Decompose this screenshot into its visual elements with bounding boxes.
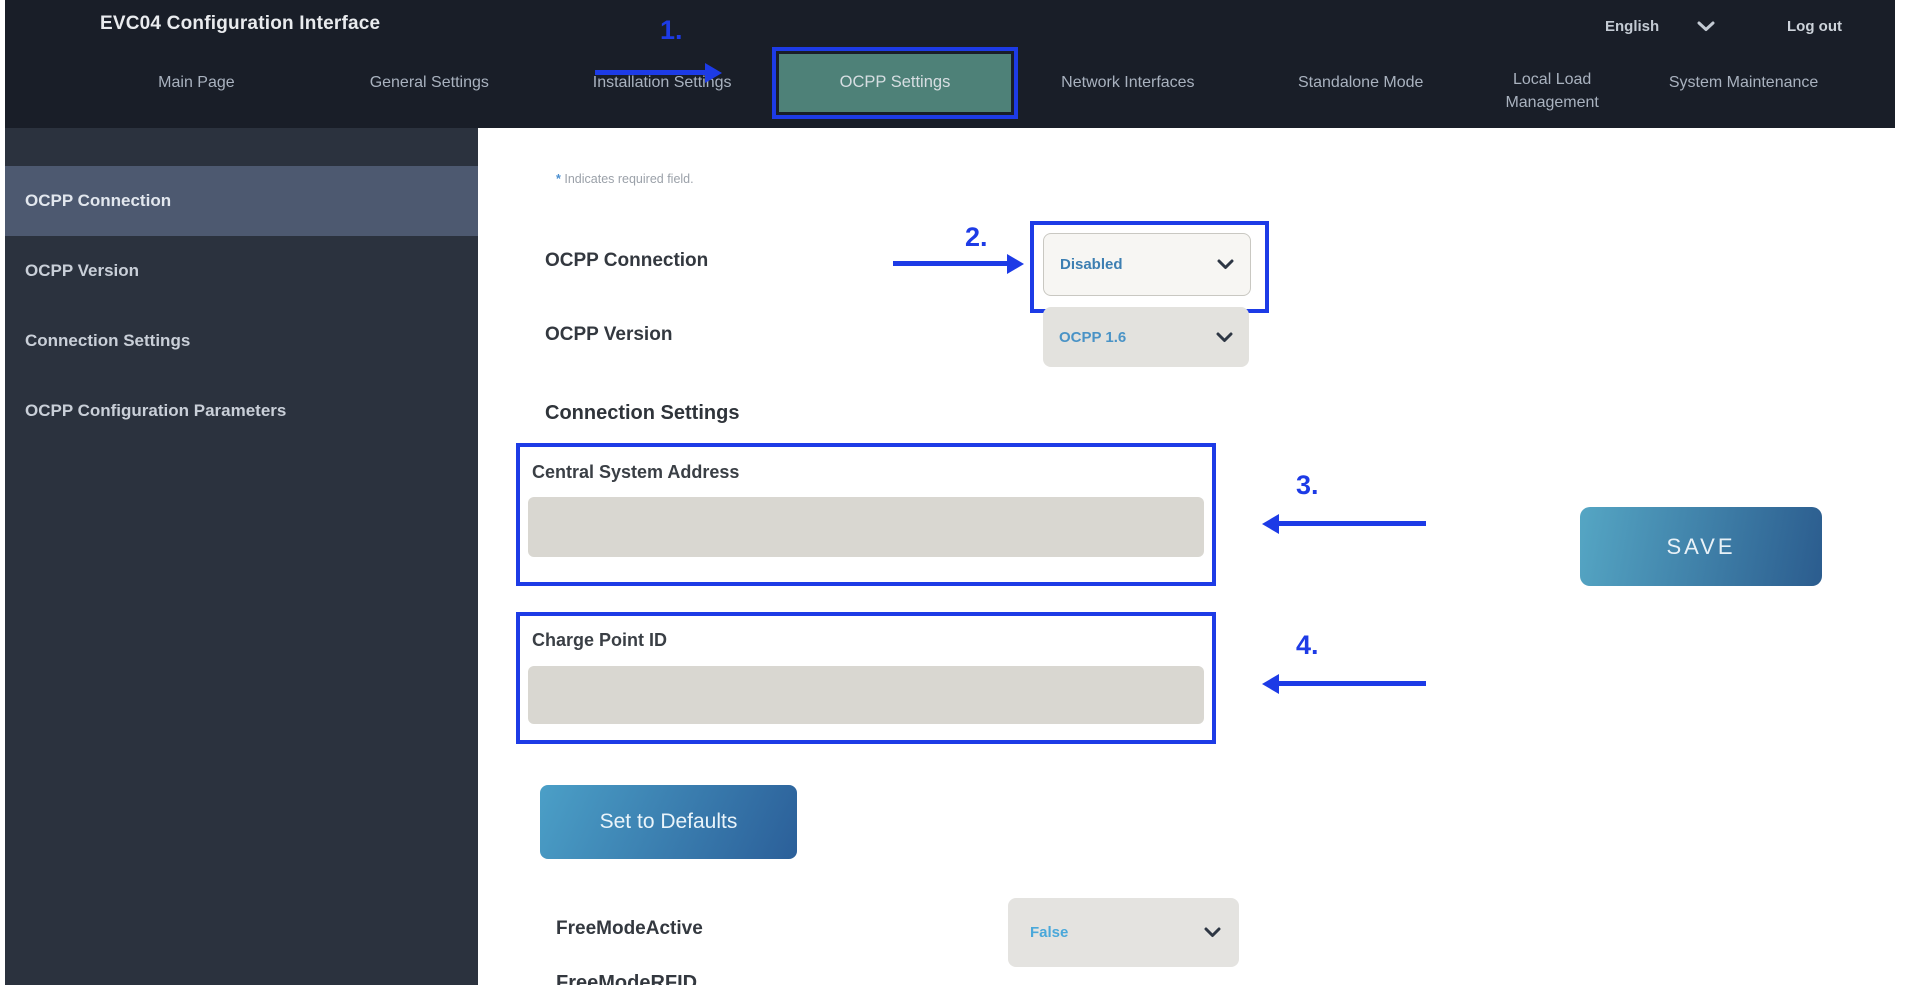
save-button[interactable]: SAVE [1580, 507, 1822, 586]
app-title: EVC04 Configuration Interface [100, 13, 381, 34]
nav-item-ocpp-settings-wrap: OCPP Settings [772, 47, 1018, 119]
required-note-text: Indicates required field. [564, 172, 694, 186]
annotation-step1-number: 1. [660, 15, 683, 45]
annotation-box-step4: Charge Point ID [516, 612, 1216, 744]
nav-item-local-load-management[interactable]: Local Load Management [1505, 70, 1599, 111]
ocpp-connection-dropdown[interactable]: Disabled [1043, 233, 1251, 296]
nav-item-system-maintenance[interactable]: System Maintenance [1668, 74, 1819, 92]
set-to-defaults-button[interactable]: Set to Defaults [540, 785, 797, 859]
annotation-step4-number: 4. [1296, 630, 1319, 660]
connection-settings-heading: Connection Settings [545, 402, 740, 424]
annotation-step1-arrowhead [705, 63, 722, 83]
sidebar: OCPP Connection OCPP Version Connection … [5, 128, 478, 985]
chevron-down-icon [1204, 927, 1221, 938]
nav-item-main-page[interactable]: Main Page [158, 74, 235, 92]
annotation-step2-arrowhead [1007, 254, 1024, 274]
top-bar: EVC04 Configuration Interface English Lo… [5, 0, 1895, 128]
ocpp-connection-value: Disabled [1060, 256, 1123, 273]
annotation-step3-arrowhead [1262, 514, 1279, 534]
ocpp-version-value: OCPP 1.6 [1059, 328, 1127, 346]
nav-item-network-interfaces[interactable]: Network Interfaces [1061, 74, 1195, 92]
chevron-down-icon [1697, 21, 1715, 32]
annotation-box-step3: Central System Address [516, 443, 1216, 586]
sidebar-item-ocpp-connection[interactable]: OCPP Connection [5, 166, 478, 236]
language-label: English [1605, 18, 1660, 35]
free-mode-rfid-partial-label: FreeModeRFID [556, 972, 697, 985]
annotation-step2-number: 2. [965, 222, 988, 252]
required-field-note: * Indicates required field. [556, 172, 694, 186]
chevron-down-icon [1217, 259, 1234, 270]
chevron-down-icon [1216, 332, 1233, 343]
sidebar-item-ocpp-configuration-parameters[interactable]: OCPP Configuration Parameters [25, 401, 287, 420]
nav-item-ocpp-settings[interactable]: OCPP Settings [772, 47, 1018, 119]
annotation-step1-arrow [595, 70, 707, 75]
free-mode-active-label: FreeModeActive [556, 918, 703, 939]
free-mode-active-dropdown[interactable]: False [1008, 898, 1239, 967]
language-selector[interactable]: English [1605, 18, 1715, 35]
central-system-address-label: Central System Address [532, 462, 740, 482]
logout-button[interactable]: Log out [1787, 18, 1842, 35]
main-nav: Main Page General Settings Installation … [80, 47, 1860, 119]
sidebar-item-connection-settings[interactable]: Connection Settings [25, 331, 191, 350]
ocpp-connection-label: OCPP Connection [545, 250, 709, 271]
free-mode-rfid-text: FreeModeRFID [556, 972, 698, 985]
annotation-step4-arrowhead [1262, 674, 1279, 694]
charge-point-id-label: Charge Point ID [532, 630, 668, 650]
sidebar-item-ocpp-version[interactable]: OCPP Version [25, 261, 140, 280]
nav-item-standalone-mode[interactable]: Standalone Mode [1298, 74, 1424, 92]
annotation-step3-arrow [1278, 521, 1426, 526]
nav-item-installation-settings[interactable]: Installation Settings [592, 74, 732, 92]
free-mode-active-value: False [1030, 924, 1069, 941]
required-asterisk: * [556, 172, 561, 186]
ocpp-version-label: OCPP Version [545, 324, 673, 345]
ocpp-version-dropdown[interactable]: OCPP 1.6 [1043, 307, 1249, 367]
annotation-step4-arrow [1278, 681, 1426, 686]
annotation-step2-arrow [893, 261, 1009, 266]
nav-item-general-settings[interactable]: General Settings [369, 74, 489, 92]
central-system-address-input[interactable] [528, 497, 1204, 557]
annotation-step3-number: 3. [1296, 470, 1319, 500]
charge-point-id-input[interactable] [528, 666, 1204, 724]
